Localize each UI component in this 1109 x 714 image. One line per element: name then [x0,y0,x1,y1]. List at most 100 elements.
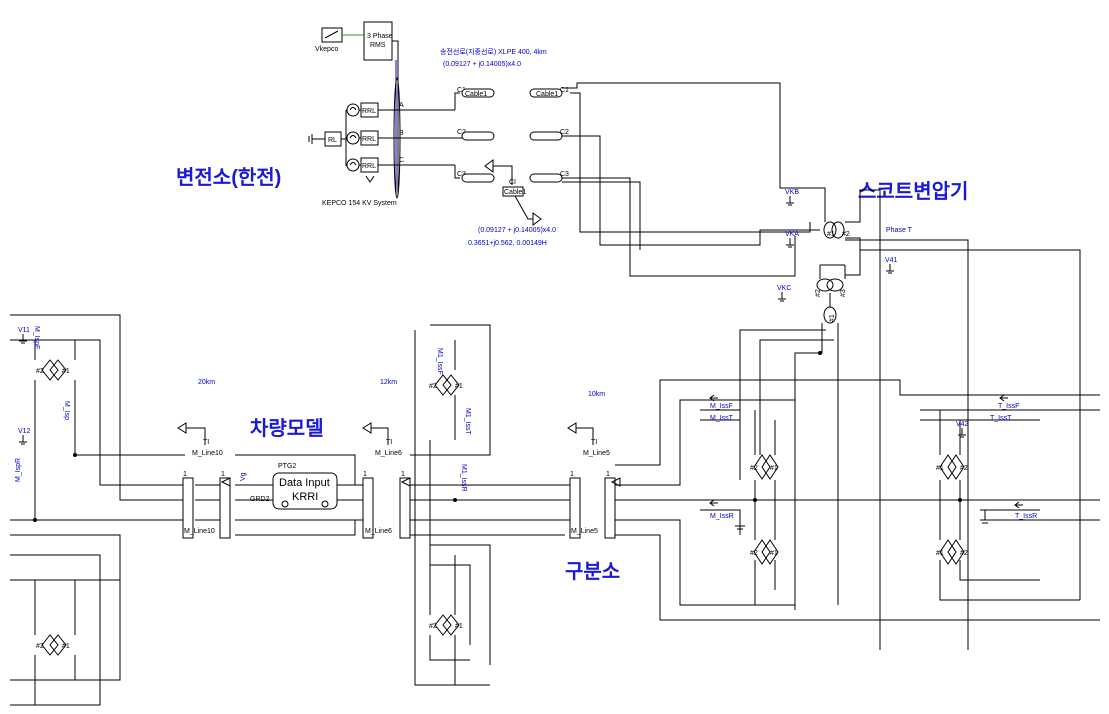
svg-text:TI: TI [386,439,392,446]
svg-text:GRD2: GRD2 [250,496,270,503]
ground-arrow-icon [484,159,494,173]
transformer-coil-icon [826,278,844,292]
source-phase-b: RRL B [346,130,470,146]
svg-text:VKA: VKA [785,231,799,238]
section-post-transformers: #2 #1 #2 #1 #1 #2 #1 #2 M_IssF M_IssT M_… [709,394,1037,565]
svg-text:M1_IssT: M1_IssT [464,408,471,436]
svg-text:PTG2: PTG2 [278,463,296,470]
line-block [182,477,194,539]
svg-text:T_IssR: T_IssR [1015,513,1037,520]
transformer-unit: #2 #1 [429,374,463,396]
cable-segment [461,131,495,141]
cable-segment [529,173,563,183]
line-block [399,477,411,539]
svg-text:C2: C2 [457,129,466,136]
svg-text:V12: V12 [18,428,31,435]
svg-text:1: 1 [570,471,574,478]
svg-text:1: 1 [606,471,610,478]
svg-text:#2: #2 [960,465,968,472]
transformer-unit: #2 #1 [750,454,779,480]
ac-source-icon [346,131,360,145]
svg-text:Cable1: Cable1 [536,91,558,98]
substation-label: 변전소(한전) [176,166,281,189]
svg-text:M_Line6: M_Line6 [365,528,392,535]
kepco-system-label: KEPCO 154 KV System [322,200,397,207]
svg-text:KRRI: KRRI [292,491,318,503]
svg-text:T_IssT: T_IssT [990,415,1012,422]
svg-text:V42: V42 [956,421,969,428]
svg-text:C3: C3 [560,171,569,178]
source-phase-a: RRL A [346,102,455,118]
svg-text:#1: #1 [827,231,835,238]
svg-text:B: B [399,130,404,137]
svg-text:Cable1: Cable1 [465,91,487,98]
svg-text:C1: C1 [560,87,569,94]
cable-section: 송전선로(지중선로) XLPE 400, 4km (0.09127 + j0.1… [440,47,826,277]
line-block [604,477,616,539]
rms-line-1: 3 Phase [367,33,393,40]
vehicle-model: 차량모델 PTG2 GRD2 Data Input KRRI [250,417,338,510]
left-transformers: #2 #1 #2 #1 V11 V12 M_IspF M_Isp M_IspR [15,326,70,656]
ac-source-icon [346,158,360,172]
svg-text:1: 1 [183,471,187,478]
svg-text:#2: #2 [750,465,758,472]
kepco-source: Vkepco 3 Phase RMS RL RRL A RRL [308,21,470,207]
svg-text:V11: V11 [18,327,30,334]
svg-text:#1: #1 [770,550,778,557]
svg-text:M_IssT: M_IssT [710,415,734,422]
main-rail [10,314,1100,706]
svg-text:#2: #2 [960,550,968,557]
svg-text:V41: V41 [885,257,898,264]
svg-text:T_IssF: T_IssF [998,403,1019,410]
svg-text:Phase T: Phase T [886,227,913,234]
cable-spec-title: 송전선로(지중선로) XLPE 400, 4km [440,47,547,56]
scott-transformer-label: 스코트변압기 [858,180,968,203]
transformer-unit: #2 #1 [36,359,70,381]
svg-text:#1: #1 [62,368,70,375]
svg-text:#2: #2 [842,231,850,238]
svg-text:Data Input: Data Input [279,477,330,489]
svg-text:#2: #2 [36,643,44,650]
svg-text:M_IspF: M_IspF [33,326,40,349]
section-post-label: 구분소 [565,561,620,583]
transformer-unit: #2 #1 [429,614,463,636]
transformer-unit: #2 #1 [36,634,70,656]
svg-text:TI: TI [203,439,209,446]
svg-text:M_Isp: M_Isp [63,401,70,420]
svg-text:RL: RL [328,137,337,144]
svg-text:1: 1 [221,471,225,478]
svg-text:M_IspR: M_IspR [15,458,22,482]
vkepco-label: Vkepco [315,46,338,53]
cable-note-1: (0.09127 + j0.14005)x4.0 [478,227,556,234]
svg-text:#1: #1 [936,550,944,557]
ac-source-icon [346,103,360,117]
junction-dots [33,351,962,522]
svg-text:M1_IssR: M1_IssR [460,464,467,492]
svg-text:C3: C3 [457,171,466,178]
svg-text:#2: #2 [36,368,44,375]
cable-segment [461,173,495,183]
cable-note-2: 0.3651+j0.562, 0.00149H [468,240,547,247]
data-input-block [272,472,338,510]
svg-text:#1: #1 [829,314,836,322]
svg-text:TI: TI [591,439,597,446]
distance-label: 10km [588,391,605,398]
line-block [362,477,374,539]
svg-text:M_IssR: M_IssR [710,513,734,520]
vehicle-model-label: 차량모델 [250,417,324,440]
cable-segment [529,88,563,98]
ground-arrow-icon [177,422,187,434]
svg-text:1: 1 [363,471,367,478]
voltmeter-icon [321,27,343,43]
rms-block [363,21,393,61]
svg-text:C: C [399,157,404,164]
line-blocks: 20km 12km 10km 1 1 M_Line10 TI M_Line10 … [177,379,621,539]
svg-text:M_Line5: M_Line5 [571,528,598,535]
svg-text:C2: C2 [560,129,569,136]
transformer-coil-icon [816,278,834,292]
transformer-unit: #1 #2 [936,454,968,480]
svg-text:VKB: VKB [785,189,799,196]
svg-text:M_Line5: M_Line5 [583,450,610,457]
svg-text:#1: #1 [455,383,463,390]
